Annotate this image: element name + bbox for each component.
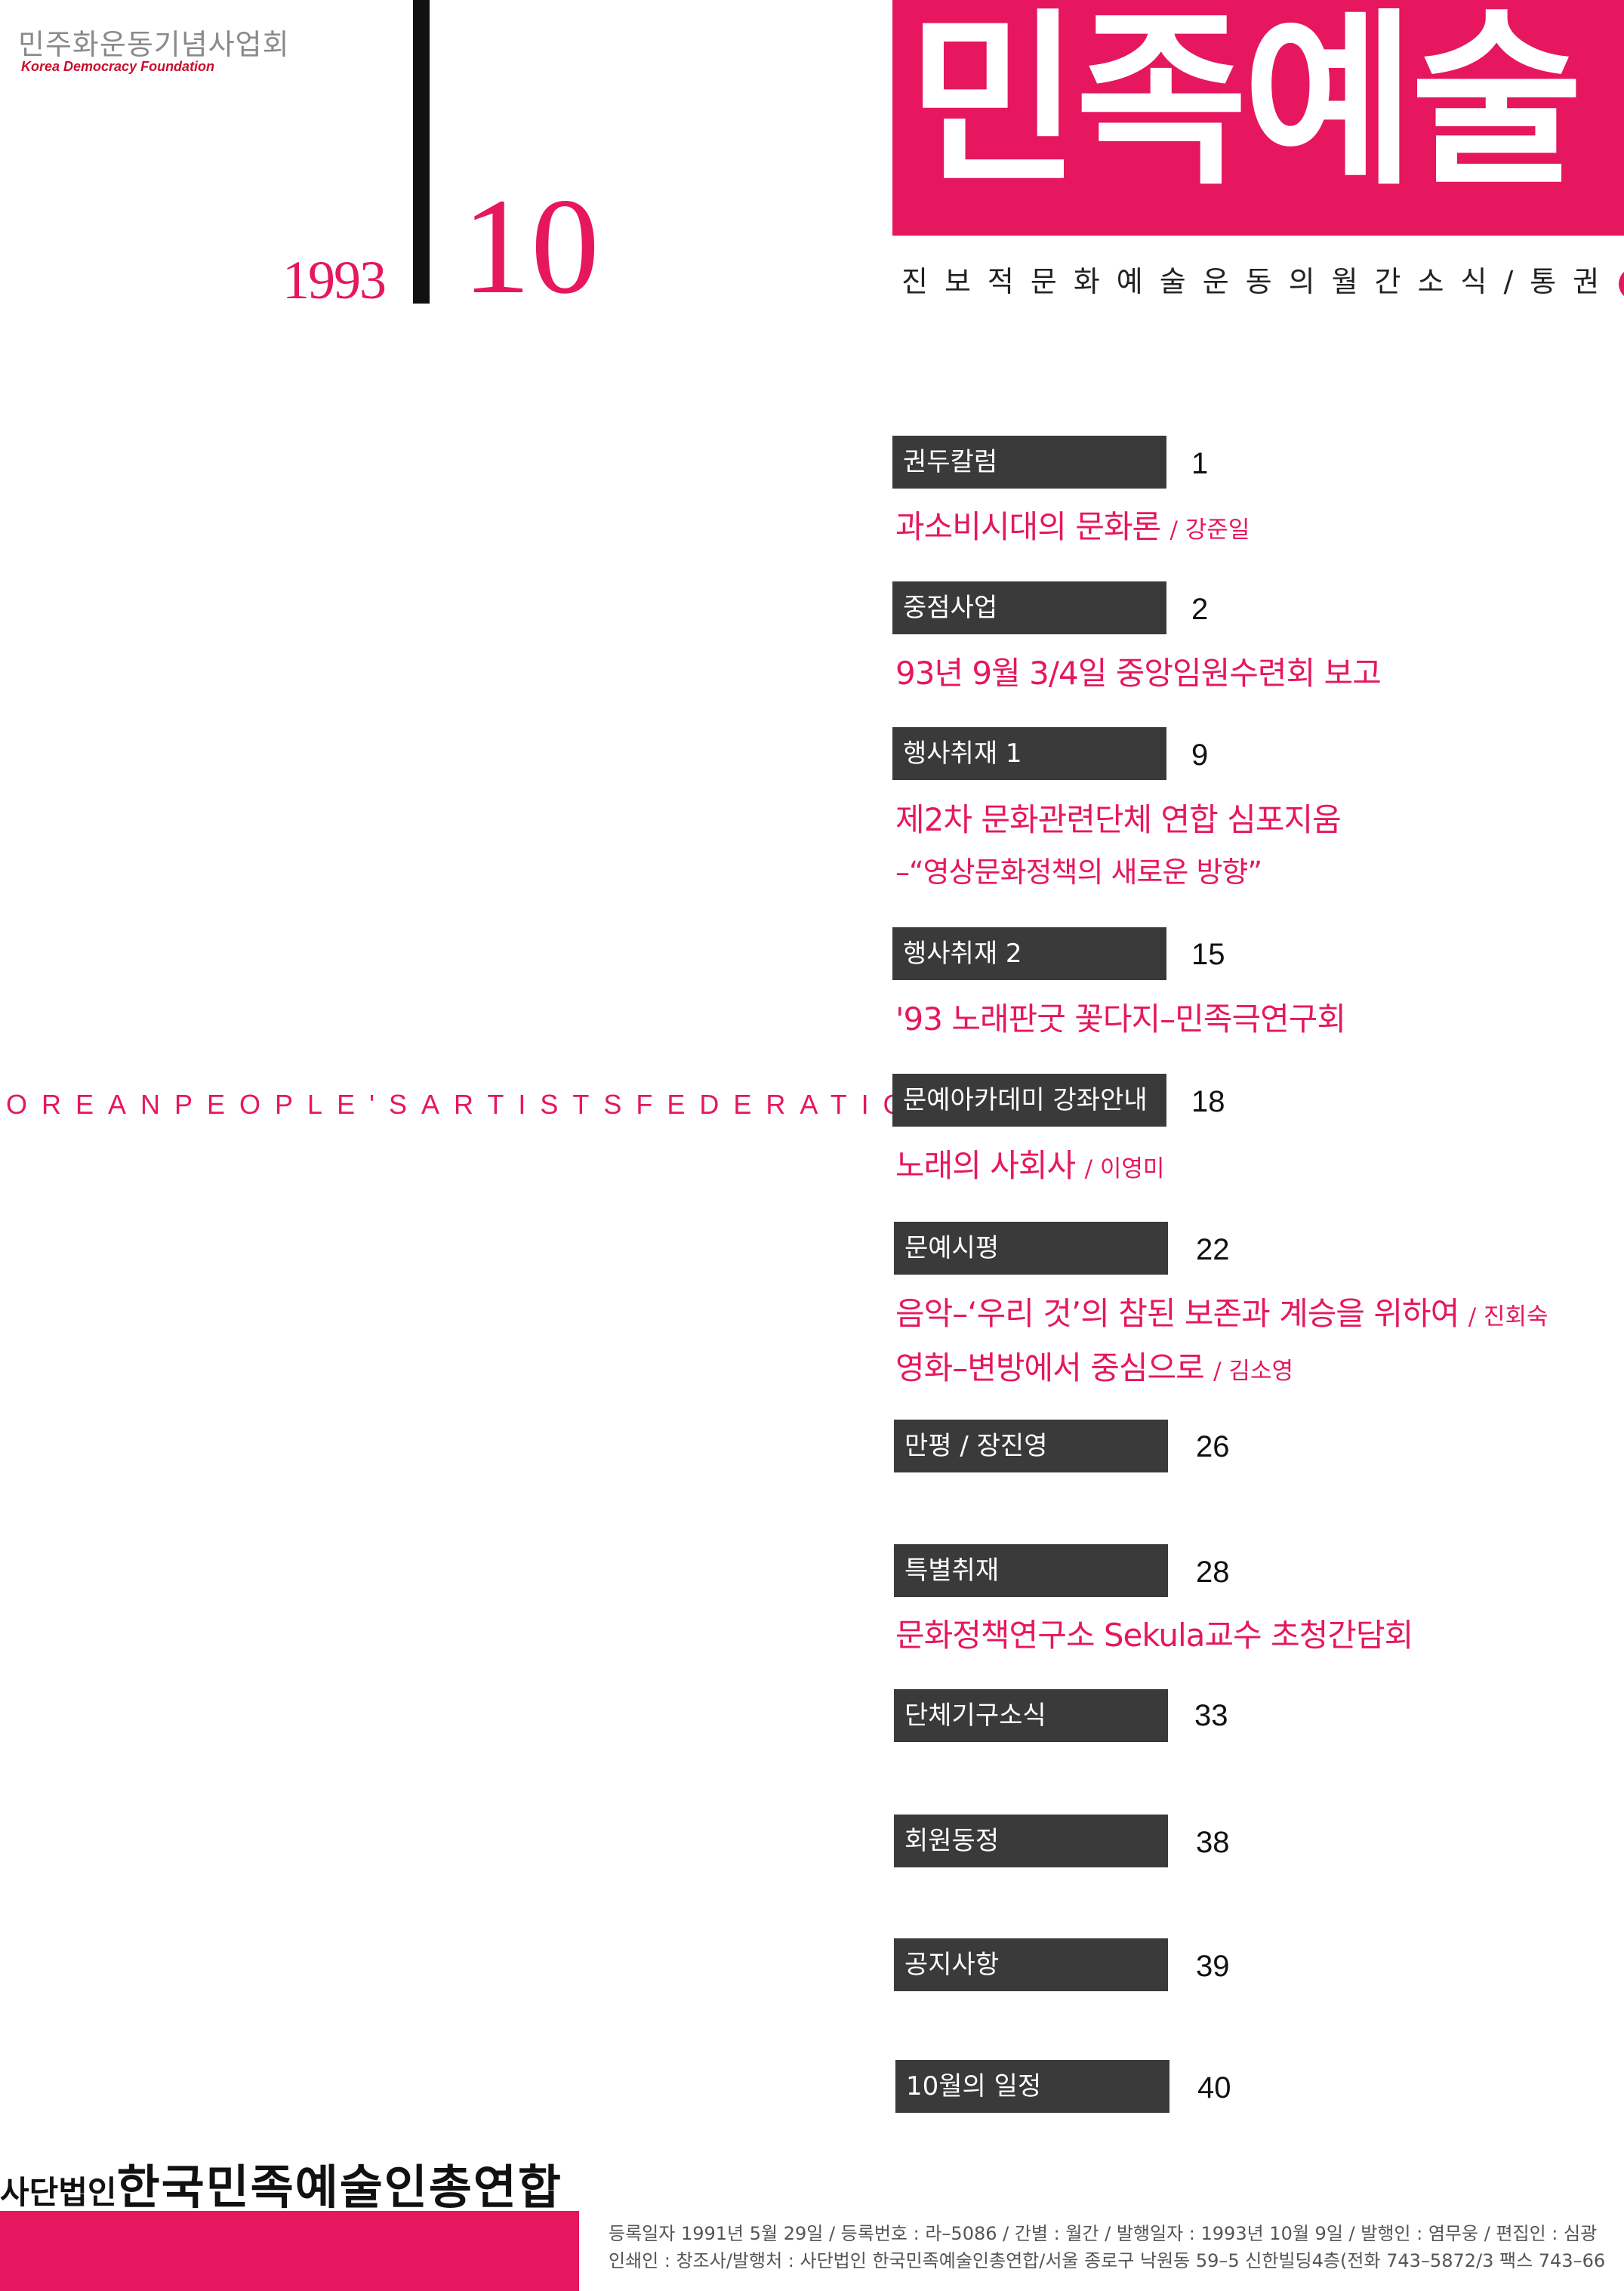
toc-section-page: 18 — [1191, 1085, 1225, 1118]
toc-section-page: 9 — [1191, 738, 1209, 772]
toc-section-page: 26 — [1196, 1430, 1230, 1463]
watermark-korean: 민주화운동기념사업회 — [18, 28, 290, 61]
colophon-line: 인쇄인 : 창조사/발행처 : 사단법인 한국민족예술인총연합/서울 종로구 낙… — [609, 2250, 1606, 2271]
toc-article-author: / 김소영 — [1213, 1358, 1293, 1385]
masthead-title: 민족예술 — [908, 0, 1583, 211]
vertical-divider — [413, 0, 430, 304]
masthead: 민족예술 — [892, 0, 1624, 236]
toc-article-author: / 이영미 — [1084, 1155, 1165, 1183]
toc-section-label: 문예시평 — [894, 1222, 1168, 1275]
toc-section-page: 38 — [1196, 1826, 1230, 1859]
masthead-subtitle: 진보적문화예술운동의월간소식/통권4 — [901, 258, 1624, 301]
toc-article-title: 문화정책연구소 Sekula교수 초청간담회 — [895, 1617, 1413, 1654]
toc-section-label: 단체기구소식 — [894, 1689, 1168, 1742]
toc-section-label: 행사취재 2 — [892, 927, 1166, 980]
toc-article: 음악–‘우리 것’의 참된 보존과 계승을 위하여 / 진회숙 — [895, 1288, 1549, 1334]
toc-section-label: 10월의 일정 — [895, 2060, 1169, 2113]
toc-article-title: 93년 9월 3/4일 중앙임원수련회 보고 — [895, 655, 1382, 692]
toc-section-page: 15 — [1191, 938, 1225, 971]
toc-article-title: –“영상문화정책의 새로운 방향” — [895, 856, 1262, 889]
issue-year: 1993 — [282, 250, 387, 310]
publisher-org: 한국민족예술인총연합 — [116, 2160, 562, 2215]
watermark-english: Korea Democracy Foundation — [21, 59, 215, 74]
toc-article-title: 과소비시대의 문화론 — [895, 508, 1161, 545]
colophon-line: 등록일자 1991년 5월 29일 / 등록번호 : 라–5086 / 간별 :… — [609, 2223, 1598, 2244]
toc-section-label: 권두칼럼 — [892, 436, 1166, 489]
toc-article: 노래의 사회사 / 이영미 — [895, 1140, 1164, 1186]
toc-article-author: / 강준일 — [1169, 516, 1250, 544]
toc-section-page: 28 — [1196, 1556, 1230, 1589]
toc-article: –“영상문화정책의 새로운 방향” — [895, 849, 1262, 890]
toc-article: 93년 9월 3/4일 중앙임원수련회 보고 — [895, 648, 1382, 694]
toc-article-title: 노래의 사회사 — [895, 1147, 1076, 1184]
toc-section-page: 2 — [1191, 593, 1209, 626]
issue-number-badge: 4 — [1619, 267, 1624, 301]
issue-month: 10 — [462, 171, 599, 322]
toc-article-title: 영화–변방에서 중심으로 — [895, 1349, 1205, 1386]
toc-section-page: 40 — [1197, 2071, 1231, 2104]
toc-section-label: 공지사항 — [894, 1938, 1168, 1991]
toc-section-page: 39 — [1196, 1950, 1230, 1983]
toc-article: '93 노래판굿 꽃다지–민족극연구회 — [895, 994, 1346, 1040]
toc-article: 영화–변방에서 중심으로 / 김소영 — [895, 1343, 1293, 1389]
toc-section-label: 행사취재 1 — [892, 727, 1166, 780]
toc-section-label: 중점사업 — [892, 581, 1166, 634]
toc-section-page: 22 — [1196, 1233, 1230, 1266]
toc-section-page: 1 — [1191, 447, 1209, 480]
footer-color-bar — [0, 2211, 579, 2291]
toc-article-title: 음악–‘우리 것’의 참된 보존과 계승을 위하여 — [895, 1295, 1459, 1332]
toc-article: 과소비시대의 문화론 / 강준일 — [895, 501, 1250, 547]
publisher-prefix: 사단법인 — [0, 2174, 117, 2211]
toc-section-label: 만평 / 장진영 — [894, 1420, 1168, 1472]
toc-section-label: 문예아카데미 강좌안내 — [892, 1074, 1166, 1127]
federation-name-strip: OREANPEOPLE'SARTISTSFEDERATION — [6, 1089, 953, 1120]
toc-section-label: 특별취재 — [894, 1544, 1168, 1597]
toc-article: 문화정책연구소 Sekula교수 초청간담회 — [895, 1610, 1413, 1656]
toc-section-label: 회원동정 — [894, 1815, 1168, 1867]
toc-article-author: / 진회숙 — [1468, 1303, 1549, 1331]
toc-section-page: 33 — [1194, 1699, 1228, 1732]
toc-article-title: 제2차 문화관련단체 연합 심포지움 — [895, 801, 1342, 838]
subtitle-text: 진보적문화예술운동의월간소식/통권 — [901, 265, 1616, 298]
toc-article-title: '93 노래판굿 꽃다지–민족극연구회 — [895, 1001, 1346, 1038]
publisher-name: 사단법인한국민족예술인총연합 — [0, 2149, 562, 2217]
toc-article: 제2차 문화관련단체 연합 심포지움 — [895, 794, 1342, 840]
